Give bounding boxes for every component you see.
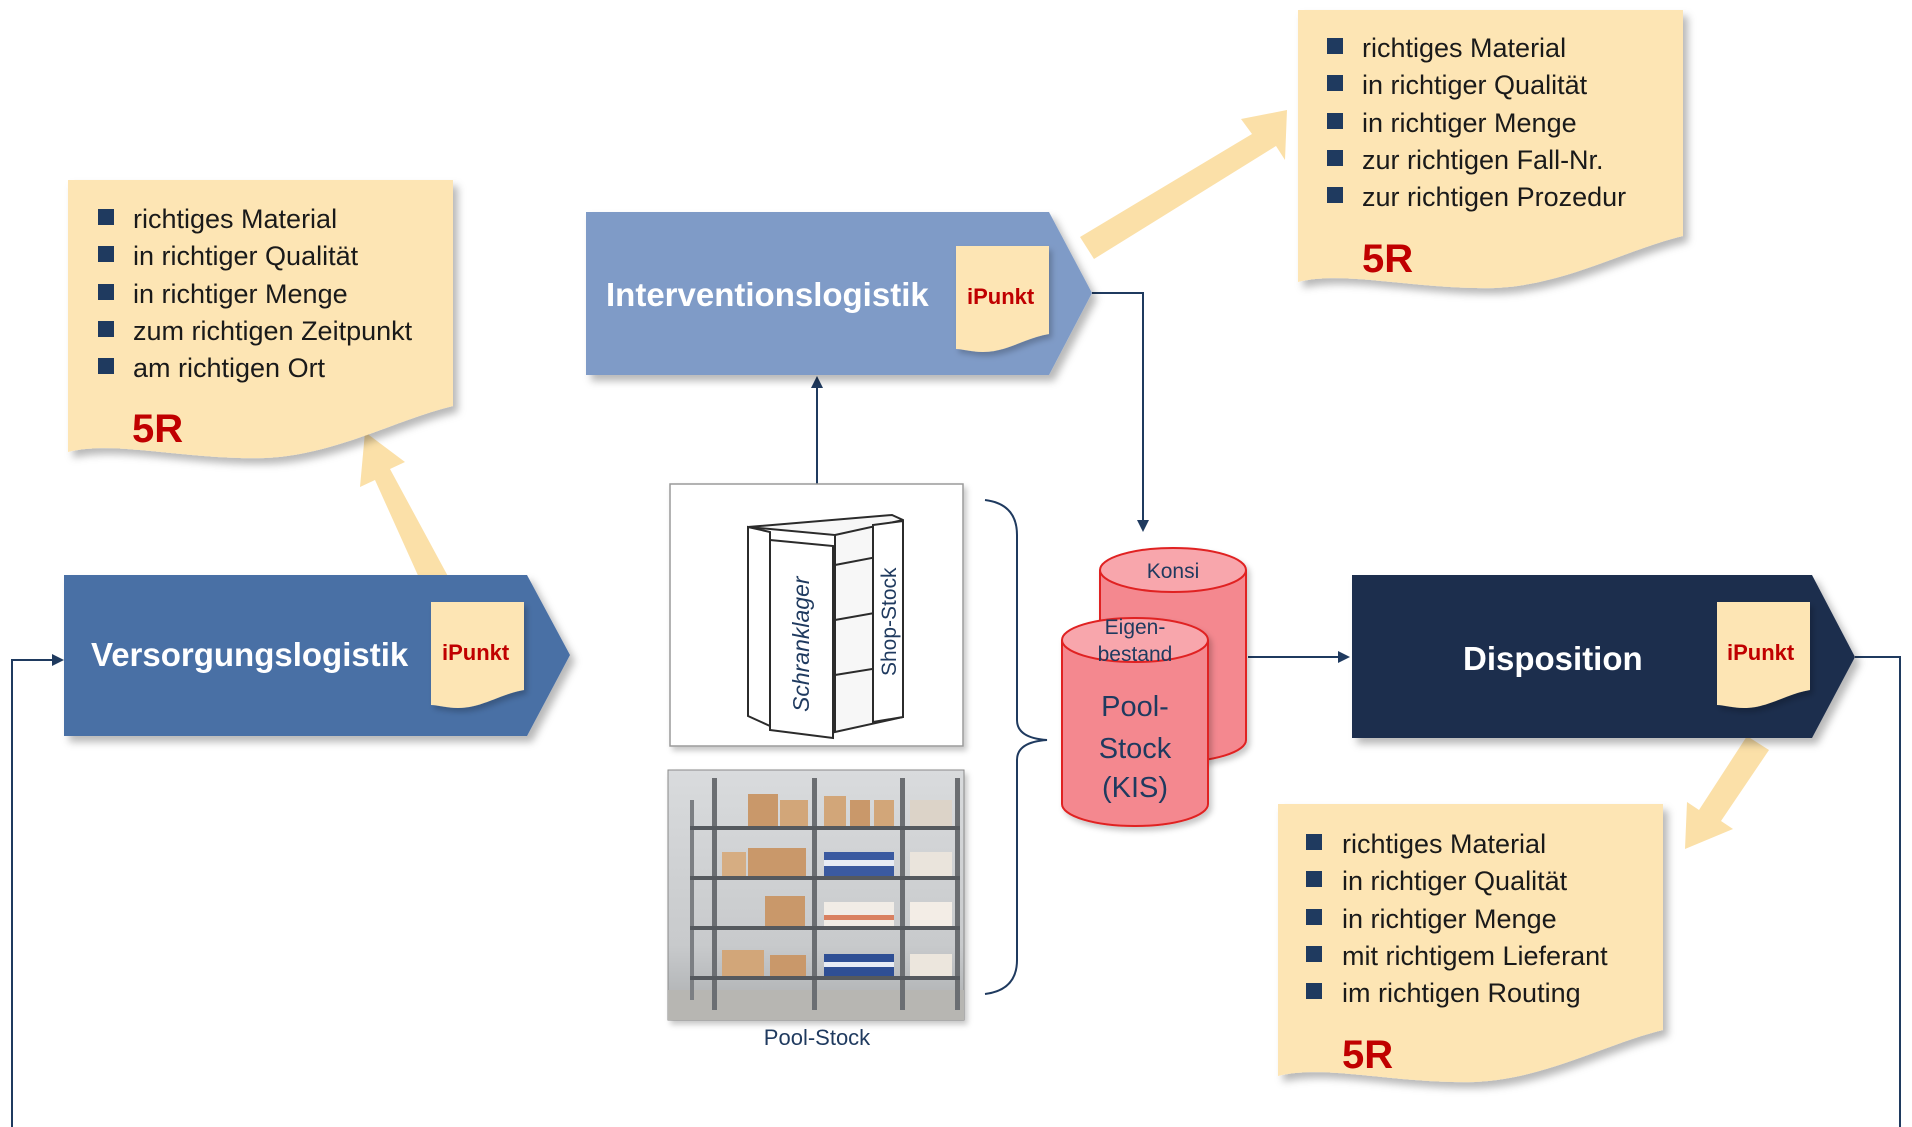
intervention-ipunkt-tag (956, 246, 1049, 352)
disposition-ipunkt-tag (1717, 602, 1810, 708)
note-badge-5r: 5R (132, 407, 183, 451)
note-versorgung (68, 180, 453, 459)
bullet-icon (98, 321, 114, 337)
shelf-photo: Pool-Stock (667, 769, 965, 1050)
database-pool-stock-cylinder (1061, 617, 1209, 827)
cabinet-label-right: Shop-Stock (878, 567, 901, 676)
note-item: richtiges Material (133, 204, 337, 234)
bullet-icon (98, 284, 114, 300)
note-item: zur richtigen Prozedur (1362, 182, 1626, 212)
feedback-loop-entry (11, 654, 64, 1127)
note-item: zum richtigen Zeitpunkt (133, 316, 413, 346)
note-disposition (1278, 804, 1663, 1083)
bullet-icon (1327, 187, 1343, 203)
versorgung-ipunkt-label: iPunkt (442, 640, 510, 665)
bullet-icon (1306, 909, 1322, 925)
intervention-to-database-arrow (1092, 292, 1149, 532)
cabinet-label-left: Schranklager (788, 575, 814, 712)
note-intervention (1298, 10, 1683, 289)
connectors (11, 292, 1901, 1127)
cabinet-image: Schranklager Shop-Stock (669, 483, 964, 747)
note-intervention-list: richtiges Material in richtiger Qualität… (1327, 33, 1626, 281)
cylinder-body (1061, 640, 1209, 827)
bullet-icon (1327, 75, 1343, 91)
eigenbestand-label-line2: bestand (1098, 643, 1173, 666)
note-disposition-paper (1278, 804, 1663, 1083)
note-item: in richtiger Menge (1342, 904, 1557, 934)
ipunkt-tag-paper (431, 602, 524, 708)
versorgung-to-note-arrow (360, 432, 450, 591)
disposition-ipunkt-label: iPunkt (1727, 640, 1795, 665)
bullet-icon (1306, 834, 1322, 850)
note-item: zur richtigen Fall-Nr. (1362, 145, 1604, 175)
note-item: in richtiger Qualität (133, 241, 359, 271)
bullet-icon (1306, 983, 1322, 999)
bullet-icon (1306, 871, 1322, 887)
disposition-label: Disposition (1463, 640, 1643, 677)
note-disposition-list: richtiges Material in richtiger Qualität… (1306, 829, 1608, 1077)
bullet-icon (98, 246, 114, 262)
cabinet-icon (747, 513, 904, 740)
intervention-ipunkt-label: iPunkt (967, 284, 1035, 309)
note-item: am richtigen Ort (133, 353, 326, 383)
note-item: richtiges Material (1362, 33, 1566, 63)
bullet-icon (1327, 150, 1343, 166)
konsi-label: Konsi (1147, 560, 1200, 583)
note-item: richtiges Material (1342, 829, 1546, 859)
note-versorgung-paper (68, 180, 453, 459)
ipunkt-tag-paper (956, 246, 1049, 352)
intervention-to-note-arrow (1080, 110, 1287, 259)
bullet-icon (1306, 946, 1322, 962)
pool-stock-db-line2: Stock (1099, 733, 1172, 765)
versorgung-label: Versorgungslogistik (91, 636, 409, 673)
note-intervention-paper (1298, 10, 1683, 289)
pool-stock-db-line1: Pool- (1101, 691, 1169, 723)
bullet-icon (1327, 113, 1343, 129)
note-item: im richtigen Routing (1342, 978, 1581, 1008)
note-item: in richtiger Qualität (1342, 866, 1568, 896)
shelf-icon (690, 778, 960, 1010)
versorgung-ipunkt-tag (431, 602, 524, 708)
pool-stock-db-line3: (KIS) (1102, 772, 1168, 804)
eigenbestand-label-line1: Eigen- (1105, 616, 1166, 639)
note-versorgung-list: richtiges Material in richtiger Qualität… (98, 204, 413, 451)
ipunkt-tag-paper (1717, 602, 1810, 708)
bullet-icon (98, 358, 114, 374)
cylinder-top (1061, 617, 1209, 663)
note-item: in richtiger Menge (133, 279, 348, 309)
note-badge-5r: 5R (1362, 237, 1413, 281)
storage-brace (984, 499, 1048, 995)
intervention-label: Interventionslogistik (606, 276, 929, 313)
bullet-icon (98, 209, 114, 225)
note-item: mit richtigem Lieferant (1342, 941, 1608, 971)
pool-stock-caption: Pool-Stock (764, 1025, 871, 1050)
note-badge-5r: 5R (1342, 1033, 1393, 1077)
feedback-loop-line (1855, 656, 1901, 1127)
disposition-to-note-arrow (1685, 736, 1769, 849)
note-item: in richtiger Menge (1362, 108, 1577, 138)
note-item: in richtiger Qualität (1362, 70, 1588, 100)
cylinder-top (1099, 547, 1247, 593)
bullet-icon (1327, 38, 1343, 54)
